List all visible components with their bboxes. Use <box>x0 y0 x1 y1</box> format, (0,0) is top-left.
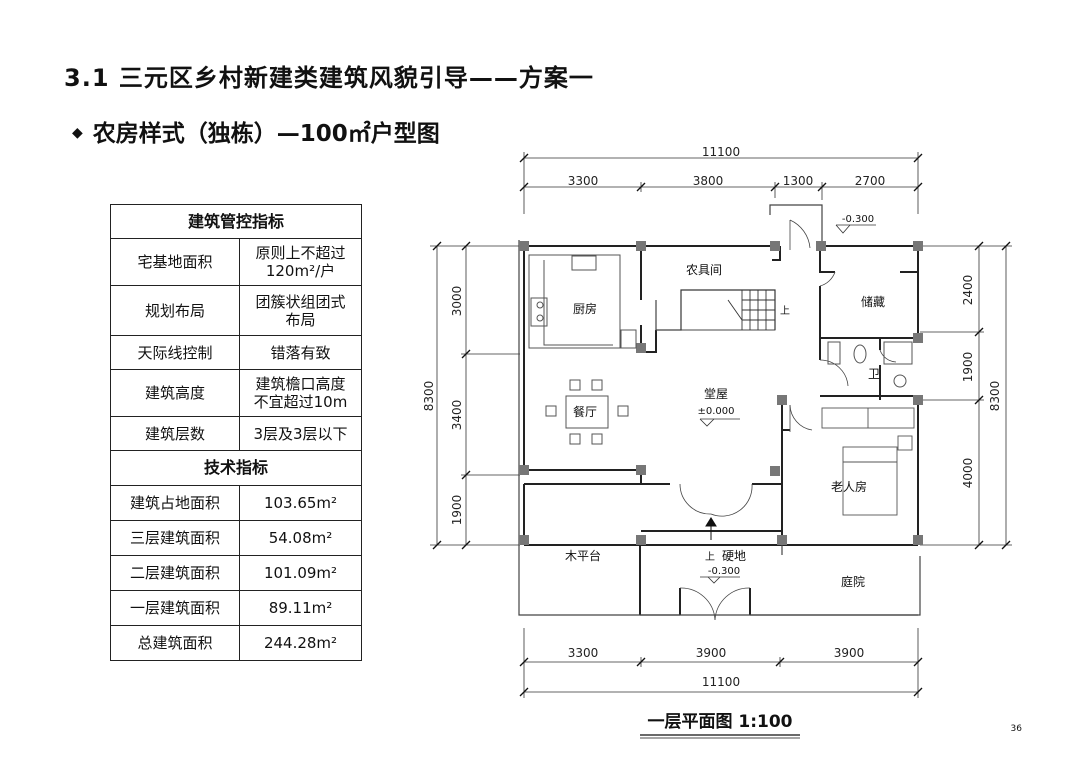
dim-left-3: 1900 <box>450 495 464 526</box>
subtitle-text: 农房样式（独栋）—100㎡户型图 <box>92 121 440 147</box>
room-dining: 餐厅 <box>573 404 597 419</box>
table-cell: 一层建筑面积 <box>110 590 240 626</box>
table-cell: 建筑占地面积 <box>110 485 240 521</box>
level-markers <box>699 224 876 584</box>
room-storage: 储藏 <box>861 294 885 309</box>
walls <box>523 245 919 615</box>
dim-bottom-2: 3900 <box>696 646 727 660</box>
indicator-table: 建筑管控指标 宅基地面积原则上不超过 120m²/户 规划布局团簇状组团式 布局… <box>110 204 362 661</box>
table-cell: 二层建筑面积 <box>110 555 240 591</box>
dimension-labels: 11100 3300 3800 1300 2700 3300 3900 3900… <box>422 145 1002 689</box>
table-cell: 团簇状组团式 布局 <box>239 285 362 336</box>
table-cell: 宅基地面积 <box>110 238 240 286</box>
bathroom-fixtures <box>827 341 913 388</box>
dim-top-3: 1300 <box>783 174 814 188</box>
table-cell: 54.08m² <box>239 520 362 556</box>
table-cell: 101.09m² <box>239 555 362 591</box>
dim-bottom-3: 3900 <box>834 646 865 660</box>
table-cell: 建筑层数 <box>110 416 240 451</box>
dim-right-3: 4000 <box>961 458 975 489</box>
page-subtitle: ◆ 农房样式（独栋）—100㎡户型图 <box>72 114 440 148</box>
room-deck: 木平台 <box>565 548 601 563</box>
table-cell: 3层及3层以下 <box>239 416 362 451</box>
dim-right-total: 8300 <box>988 381 1002 412</box>
page-title: 3.1 三元区乡村新建类建筑风貌引导——方案一 <box>64 64 594 92</box>
room-labels: 厨房 农具间 储藏 卫 餐厅 堂屋 ±0.000 老人房 木平台 硬地 -0.3… <box>565 214 885 589</box>
stair-up-label: 上 <box>780 305 790 317</box>
dim-bottom-total: 11100 <box>702 675 740 689</box>
table-cell: 错落有致 <box>239 335 362 370</box>
room-tool: 农具间 <box>686 263 722 277</box>
stair <box>680 289 776 331</box>
room-yard: 庭院 <box>841 574 865 589</box>
dim-bottom-1: 3300 <box>568 646 599 660</box>
level-hard: -0.300 <box>708 566 740 577</box>
structure-columns <box>519 241 923 545</box>
floor-plan: 11100 3300 3800 1300 2700 3300 3900 3900… <box>422 145 1012 739</box>
page-number: 36 <box>1010 724 1022 734</box>
doors <box>679 219 897 621</box>
table-cell: 总建筑面积 <box>110 625 240 661</box>
room-kitchen: 厨房 <box>573 301 597 316</box>
room-hall: 堂屋 <box>704 387 728 401</box>
table-cell: 建筑檐口高度 不宜超过10m <box>239 369 362 417</box>
table-cell: 规划布局 <box>110 285 240 336</box>
dining-set <box>545 379 629 445</box>
dim-left-total: 8300 <box>422 381 436 412</box>
dim-top-total: 11100 <box>702 145 740 159</box>
table-cell: 89.11m² <box>239 590 362 626</box>
bedroom-furniture <box>821 407 915 516</box>
dim-left-2: 3400 <box>450 400 464 431</box>
level-hall: ±0.000 <box>697 406 734 417</box>
dim-top-4: 2700 <box>855 174 886 188</box>
kitchen-fixtures <box>528 254 637 349</box>
entry-arrow <box>705 517 717 540</box>
dim-right-2: 1900 <box>961 352 975 383</box>
table-cell: 天际线控制 <box>110 335 240 370</box>
table-cell: 103.65m² <box>239 485 362 521</box>
dim-right-1: 2400 <box>961 275 975 306</box>
level-top: -0.300 <box>842 214 874 225</box>
plan-caption: 一层平面图 1:100 <box>647 712 792 732</box>
tech-header: 技术指标 <box>110 450 362 486</box>
table-cell: 原则上不超过 120m²/户 <box>239 238 362 286</box>
room-bath: 卫 <box>868 367 880 381</box>
dimension-ticks <box>432 153 1011 697</box>
dim-top-1: 3300 <box>568 174 599 188</box>
front-up-label: 上 <box>705 551 715 563</box>
dim-top-2: 3800 <box>693 174 724 188</box>
table-cell: 244.28m² <box>239 625 362 661</box>
dimension-lines <box>430 152 1012 698</box>
control-header: 建筑管控指标 <box>110 204 362 239</box>
table-cell: 建筑高度 <box>110 369 240 417</box>
dim-left-1: 3000 <box>450 286 464 317</box>
room-hard-ground: 硬地 <box>722 549 746 563</box>
room-elder: 老人房 <box>831 479 867 494</box>
table-cell: 三层建筑面积 <box>110 520 240 556</box>
diamond-bullet-icon: ◆ <box>72 125 83 141</box>
